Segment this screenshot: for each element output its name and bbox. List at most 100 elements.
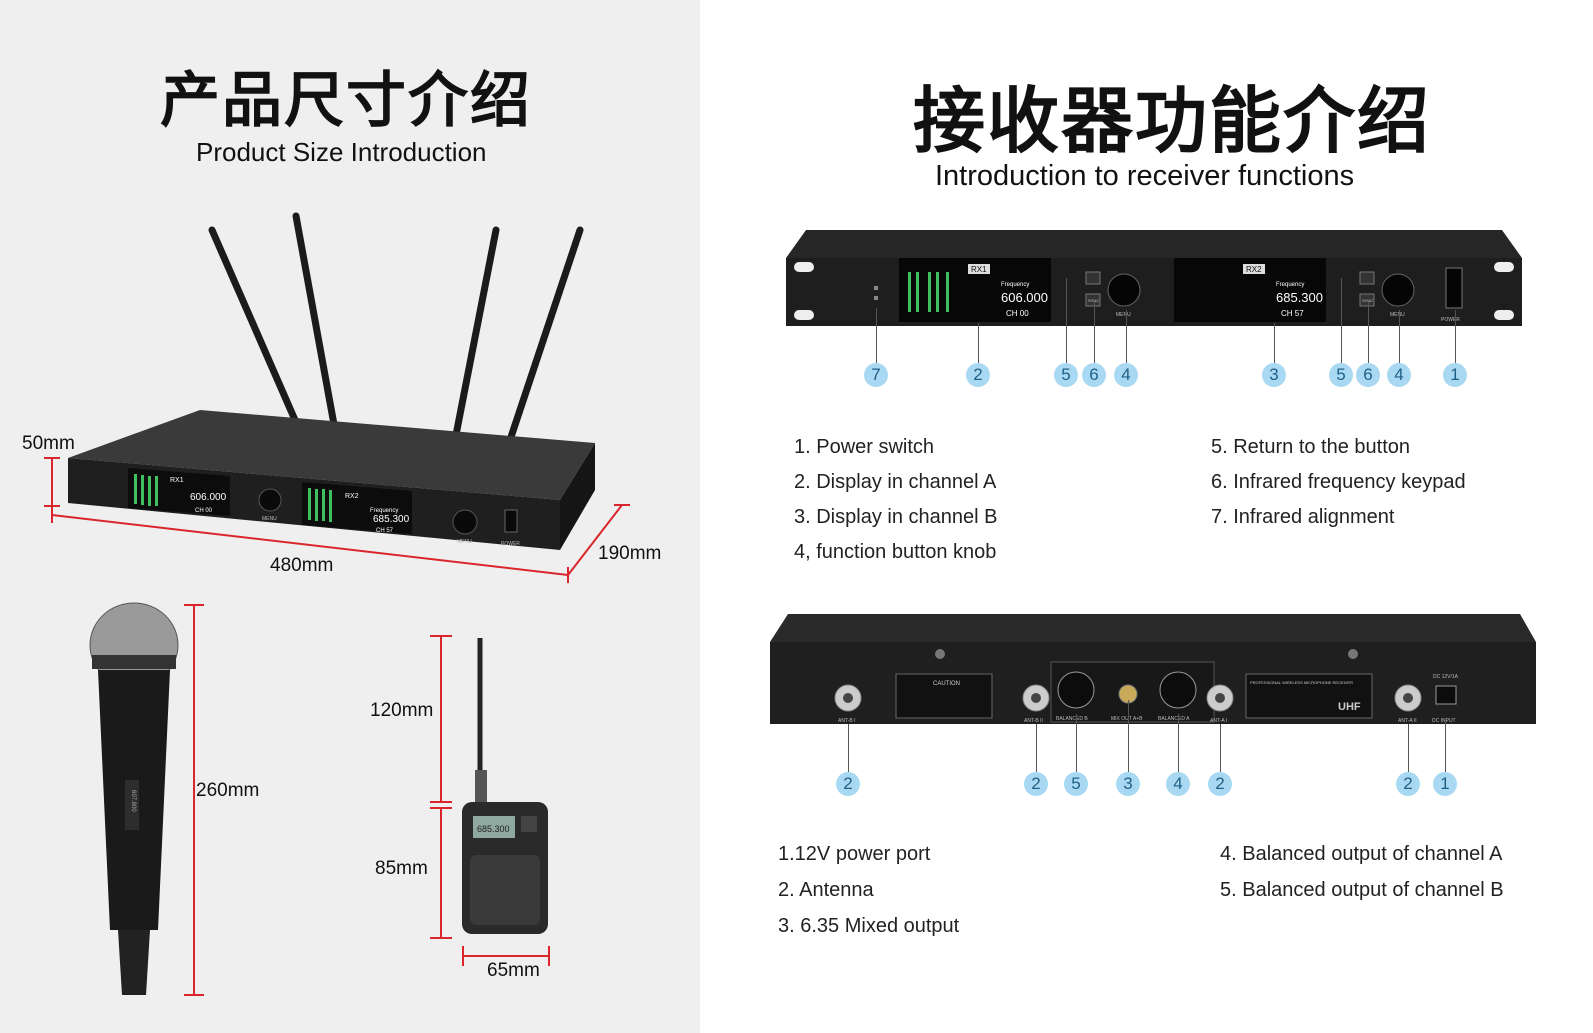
receiver-functions-title-cn: 接收器功能介绍 [913,79,1432,163]
leader-rear-5 [1076,714,1077,772]
callout-rear-1: 1 [1433,772,1457,796]
leader-rear-4 [1178,714,1179,772]
dim-bodypack-antenna-line [440,636,442,802]
receiver-a-label: RX1 [170,477,184,484]
receiver-menu-b: MENU [457,539,472,545]
mic-ring [92,655,176,669]
receiver-side [560,443,595,550]
dim-bodypack-width-tick-2 [548,946,550,966]
dim-mic-tick-bottom [184,994,204,996]
callout-rear-2c: 2 [1208,772,1232,796]
product-size-title-en: Product Size Introduction [196,137,487,167]
rear-balanced-b-label: BALANCED B [1056,716,1088,722]
rear-mix-out-label: MIX OUT A+B [1111,716,1143,722]
dim-bodypack-antenna-label: 120mm [370,700,434,721]
mic-bottom [118,930,150,995]
receiver-knob-a [258,488,282,512]
front-b-knob [1381,273,1415,307]
leader-rear-2d [1408,724,1409,772]
rear-item-4: 4. Balanced output of channel A [1220,843,1503,865]
antenna-3 [451,226,500,444]
front-function-list-left: 1. Power switch 2. Display in channel A … [794,430,997,570]
leader-front-5b [1341,278,1342,363]
front-item-5: 5. Return to the button [1211,436,1411,458]
dim-height-line [51,458,53,506]
dim-bodypack-tick-2 [430,801,452,803]
rear-function-list-right: 4. Balanced output of channel A 5. Balan… [1220,836,1504,908]
callout-rear-2a: 2 [836,772,860,796]
rear-item-3: 3. 6.35 Mixed output [778,915,960,937]
dim-bodypack-tick-3 [430,807,452,809]
bodypack-panel [470,855,540,925]
rear-balanced-a-label: BALANCED A [1158,716,1190,722]
front-b-label: RX2 [1246,265,1262,274]
leader-front-5a [1066,278,1067,363]
front-a-ch: CH 00 [1006,309,1029,318]
rear-balanced-b-connector [1057,671,1095,709]
bodypack-screen [473,816,515,838]
callout-rear-2d: 2 [1396,772,1420,796]
rear-function-list-left: 1.12V power port 2. Antenna 3. 6.35 Mixe… [778,836,959,944]
front-item-2: 2. Display in channel A [794,471,997,493]
dim-mic-tick-top [184,604,204,606]
rear-ant-a1-label: ANT-A I [1210,718,1227,724]
front-a-return-button [1085,271,1101,285]
leader-rear-2b [1036,724,1037,772]
rear-screw-2 [1348,649,1358,659]
callout-rear-5: 5 [1064,772,1088,796]
receiver-a-freq: 606.000 [190,492,227,503]
front-power-label: POWER [1441,317,1460,323]
callout-rear-4: 4 [1166,772,1190,796]
leader-front-6b [1368,300,1369,363]
rack-ear-hole-1 [794,262,814,272]
receiver-top [68,410,595,500]
front-b-sync-button [1359,293,1375,307]
antenna-4 [506,226,584,444]
dim-depth-label: 190mm [598,543,662,564]
receiver-power-label: POWER [501,541,520,547]
callout-rear-3: 3 [1116,772,1140,796]
front-b-frequency: Frequency [1276,282,1304,288]
dim-bodypack-width-label: 65mm [487,960,540,981]
front-a-frequency: Frequency [1001,282,1029,288]
leader-front-4b [1399,310,1400,363]
rear-dc-input-label: DC INPUT [1432,718,1456,724]
front-a-knob [1107,273,1141,307]
callout-front-1: 1 [1443,363,1467,387]
front-item-6: 6. Infrared frequency keypad [1211,471,1466,493]
callout-front-2: 2 [966,363,990,387]
rear-screw-1 [935,649,945,659]
receiver-b-label: RX2 [345,493,359,500]
receiver-a-ch: CH 00 [195,508,213,514]
receiver-front-panel: RX1 Frequency 606.000 CH 00 SYNC MENU RX… [786,230,1522,326]
dim-mic-line [193,605,195,995]
rear-caution-text: CAUTION [933,681,960,687]
receiver-rear-panel: CAUTION ANT-B I ANT-B II BALANCED B MIX … [770,614,1536,724]
callout-front-3: 3 [1262,363,1286,387]
receiver-functions-panel: 接收器功能介绍 Introduction to receiver functio… [718,0,1593,1033]
callout-front-6a: 6 [1082,363,1106,387]
dim-height-label: 50mm [22,433,75,454]
receiver-functions-title-en: Introduction to receiver functions [935,160,1355,192]
callout-front-5b: 5 [1329,363,1353,387]
leader-rear-3 [1128,700,1129,772]
rear-item-5: 5. Balanced output of channel B [1220,879,1504,901]
receiver-b-freq: 685.300 [373,514,410,525]
front-item-1: 1. Power switch [794,436,935,458]
rear-uhf-logo: UHF [1338,701,1361,713]
antenna-2 [292,212,339,434]
receiver-power-switch [504,509,518,533]
rear-balanced-a-connector [1159,671,1197,709]
dim-bodypack-body-line [440,808,442,938]
front-a-sync-button [1085,293,1101,307]
dim-bodypack-tick-4 [430,937,452,939]
leader-rear-2c [1220,724,1221,772]
front-a-label: RX1 [971,265,987,274]
mic-window [125,780,139,830]
callout-front-5a: 5 [1054,363,1078,387]
leader-front-3 [1274,323,1275,363]
dim-width-depth-lines [51,504,630,583]
leader-front-4a [1126,310,1127,363]
rack-ear-hole-4 [1494,310,1514,320]
front-item-7: 7. Infrared alignment [1211,506,1395,528]
